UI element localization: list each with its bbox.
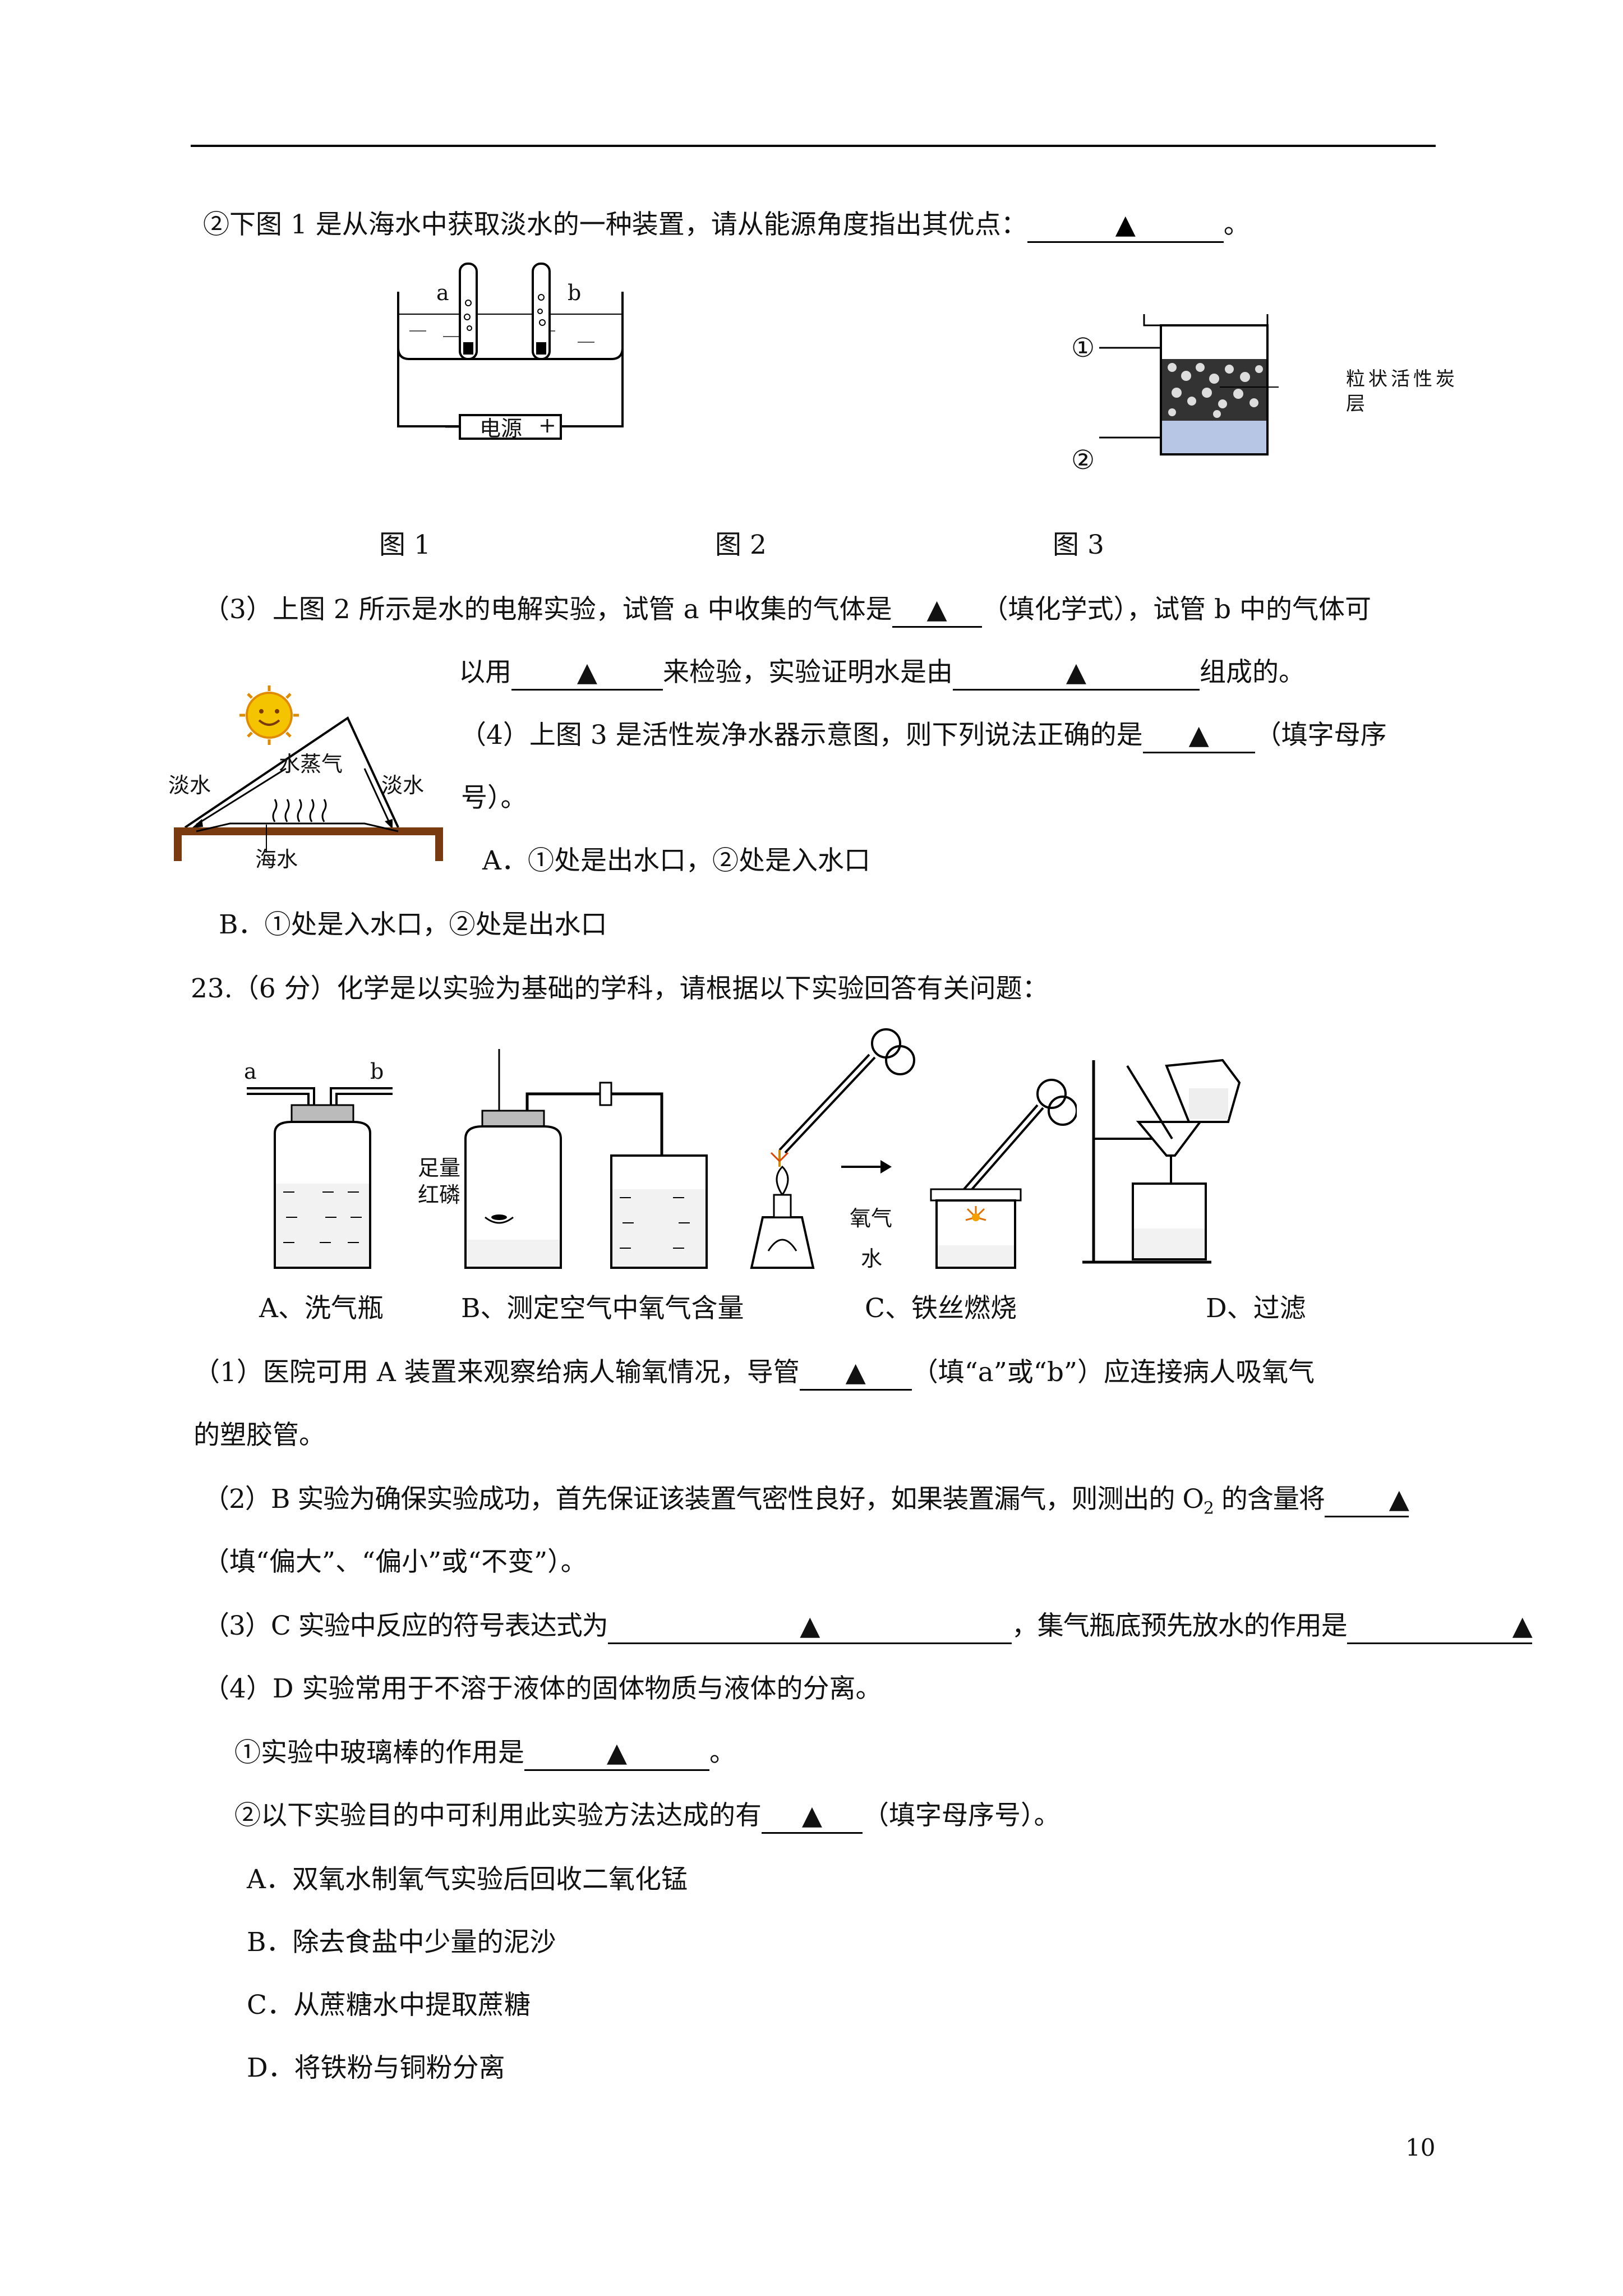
q23-part1-text-a: （1）医院可用 A 装置来观察给病人输氧情况，导管 <box>193 1357 800 1388</box>
q22-part3-text-c: 以用 <box>459 657 511 688</box>
q22-item2-end: 。 <box>1223 209 1250 240</box>
answer-blank: ▲ <box>524 1737 709 1771</box>
blank-triangle: ▲ <box>845 1357 866 1388</box>
caption-d-filtration: D、过滤 <box>1206 1293 1306 1324</box>
answer-blank: ▲ <box>762 1800 863 1834</box>
answer-blank: ▲ <box>892 593 982 628</box>
fig1-caption: 图 1 <box>379 530 431 560</box>
caption-a-gas-washing-bottle: A、洗气瓶 <box>259 1293 384 1324</box>
fig2-minus-label: − <box>443 414 461 439</box>
figB-label-line1: 足量 <box>418 1156 461 1180</box>
figure-1-solar-still <box>174 685 443 861</box>
q22-part4-option-a: A．①处是出水口，②处是入水口 <box>482 845 870 876</box>
q22-part3-line2: 以用 ▲ 来检验，实验证明水是由 ▲ 组成的。 <box>459 656 1305 691</box>
q23-part2-subscript: 2 <box>1203 1498 1214 1519</box>
answer-blank: ▲ <box>1324 1483 1409 1517</box>
fig2-plus-label: + <box>538 413 556 438</box>
answer-blank: ▲ <box>1142 719 1255 753</box>
fig3-layer-label-1: 粒状活性炭 <box>1346 368 1458 390</box>
caption-b-oxygen-content: B、测定空气中氧气含量 <box>461 1293 744 1324</box>
fig1-fresh-left-label: 淡水 <box>168 773 211 798</box>
fig2-tube-a-label: a <box>436 280 449 305</box>
q23-stem: 23.（6 分）化学是以实验为基础的学科，请根据以下实验回答有关问题： <box>191 973 1049 1004</box>
fig3-marker-2: ② <box>1071 445 1095 476</box>
blank-triangle: ▲ <box>1115 209 1136 240</box>
sun-icon <box>239 685 299 745</box>
blank-triangle: ▲ <box>800 1611 820 1641</box>
fig1-vapor-label: 水蒸气 <box>279 752 343 776</box>
q22-part3-text-a: （3）上图 2 所示是水的电解实验，试管 a 中收集的气体是 <box>203 594 892 625</box>
blank-triangle: ▲ <box>926 594 947 625</box>
q23-part1-line2: 的塑胶管。 <box>193 1420 325 1451</box>
q22-part3-line1: （3）上图 2 所示是水的电解实验，试管 a 中收集的气体是 ▲ （填化学式），试管… <box>203 593 1371 628</box>
figA-label-a: a <box>244 1059 257 1084</box>
q23-option-c: C．从蔗糖水中提取蔗糖 <box>247 1990 531 2021</box>
answer-blank: ▲ <box>511 656 663 691</box>
answer-blank: ▲ <box>1027 209 1224 243</box>
fig1-fresh-right-label: 淡水 <box>381 773 425 798</box>
answer-blank: ▲ <box>799 1356 912 1391</box>
fig2-power-label: 电源 <box>479 416 523 441</box>
q23-option-a: A．双氧水制氧气实验后回收二氧化锰 <box>247 1864 688 1895</box>
fig3-caption: 图 3 <box>1053 530 1104 560</box>
q23-part1-text-b: （填“a”或“b”）应连接病人吸氧气 <box>911 1357 1315 1388</box>
fig1-sea-label: 海水 <box>255 847 298 872</box>
q22-part4-text-a: （4）上图 3 是活性炭净水器示意图，则下列说法正确的是 <box>460 720 1143 751</box>
figB-label-line2: 红磷 <box>418 1182 461 1207</box>
blank-triangle: ▲ <box>606 1737 628 1768</box>
blank-triangle: ▲ <box>1389 1484 1409 1515</box>
blank-triangle: ▲ <box>577 657 598 688</box>
figure-3-carbon-filter <box>1099 314 1279 455</box>
q23-part1-line1: （1）医院可用 A 装置来观察给病人输氧情况，导管 ▲ （填“a”或“b”）应连接病… <box>193 1356 1315 1391</box>
q22-part3-text-d: 来检验，实验证明水是由 <box>663 657 953 688</box>
fig3-marker-1: ① <box>1071 333 1095 364</box>
blank-triangle: ▲ <box>801 1800 823 1831</box>
answer-blank: ▲ <box>1347 1610 1533 1644</box>
q23-part4: （4）D 实验常用于不溶于液体的固体物质与液体的分离。 <box>203 1673 882 1704</box>
figC-water-label: 水 <box>861 1246 883 1271</box>
answer-blank: ▲ <box>607 1610 1012 1644</box>
blank-triangle: ▲ <box>1188 720 1209 751</box>
q23-part4-item1: ①实验中玻璃棒的作用是 ▲ 。 <box>234 1737 736 1771</box>
figure-d-filtration <box>1082 1059 1241 1264</box>
q22-item2-text: ②下图 1 是从海水中获取淡水的一种装置，请从能源角度指出其优点： <box>203 209 1027 240</box>
figA-label-b: b <box>370 1059 384 1084</box>
q22-part3-text-b: （填化学式），试管 b 中的气体可 <box>981 594 1372 625</box>
answer-blank: ▲ <box>953 656 1200 691</box>
figure-b-oxygen-content <box>464 1049 708 1269</box>
q23-option-b: B．除去食盐中少量的泥沙 <box>247 1927 556 1958</box>
q23-part4-item2-end: （填字母序号）。 <box>863 1800 1061 1831</box>
q23-part4-item1-end: 。 <box>709 1737 736 1768</box>
q22-part4-line2: 号）。 <box>461 783 527 813</box>
figure-2-electrolysis <box>397 263 624 440</box>
blank-triangle: ▲ <box>1066 657 1087 688</box>
page-number: 10 <box>1405 2134 1436 2161</box>
q23-part4-item2: ②以下实验目的中可利用此实验方法达成的有 ▲ （填字母序号）。 <box>234 1800 1061 1834</box>
figure-a-gas-washing-bottle <box>247 1087 393 1269</box>
header-rule <box>191 145 1436 147</box>
q23-part2-text-b: 的含量将 <box>1213 1484 1325 1515</box>
q23-part4-item1-text: ①实验中玻璃棒的作用是 <box>234 1737 524 1768</box>
fig2-tube-b-label: b <box>568 280 582 305</box>
q22-part4-line1: （4）上图 3 是活性炭净水器示意图，则下列说法正确的是 ▲ （填字母序 <box>460 719 1387 753</box>
caption-c-iron-burning: C、铁丝燃烧 <box>865 1293 1017 1324</box>
figure-c-iron-burning <box>750 1028 1077 1269</box>
q22-part3-text-e: 组成的。 <box>1200 657 1305 688</box>
q23-part2-line1: （2）B 实验为确保实验成功，首先保证该装置气密性良好，如果装置漏气，则测出的 … <box>203 1483 1409 1525</box>
q23-part4-item2-text: ②以下实验目的中可利用此实验方法达成的有 <box>234 1800 762 1831</box>
q23-part3-line: （3）C 实验中反应的符号表达式为 ▲ ，集气瓶底预先放水的作用是 ▲ <box>203 1610 1533 1644</box>
q23-part2-text-a: （2）B 实验为确保实验成功，首先保证该装置气密性良好，如果装置漏气，则测出的 … <box>203 1484 1204 1515</box>
fig3-layer-label-2: 层 <box>1346 393 1365 415</box>
fig2-caption: 图 2 <box>715 530 767 560</box>
q23-option-d: D．将铁粉与铜粉分离 <box>247 2053 505 2083</box>
q22-part4-option-b: B．①处是入水口，②处是出水口 <box>219 909 607 940</box>
figC-oxygen-label: 氧气 <box>850 1206 893 1231</box>
q22-part4-text-b: （填字母序 <box>1255 720 1387 751</box>
q23-part3-text-a: （3）C 实验中反应的符号表达式为 <box>203 1611 608 1641</box>
blank-triangle: ▲ <box>1512 1611 1533 1641</box>
q23-part2-line2: （填“偏大”、“偏小”或“不变”）。 <box>203 1547 587 1577</box>
q22-item2-line: ②下图 1 是从海水中获取淡水的一种装置，请从能源角度指出其优点： ▲ 。 <box>203 209 1250 243</box>
q23-part3-text-b: ，集气瓶底预先放水的作用是 <box>1011 1611 1348 1641</box>
